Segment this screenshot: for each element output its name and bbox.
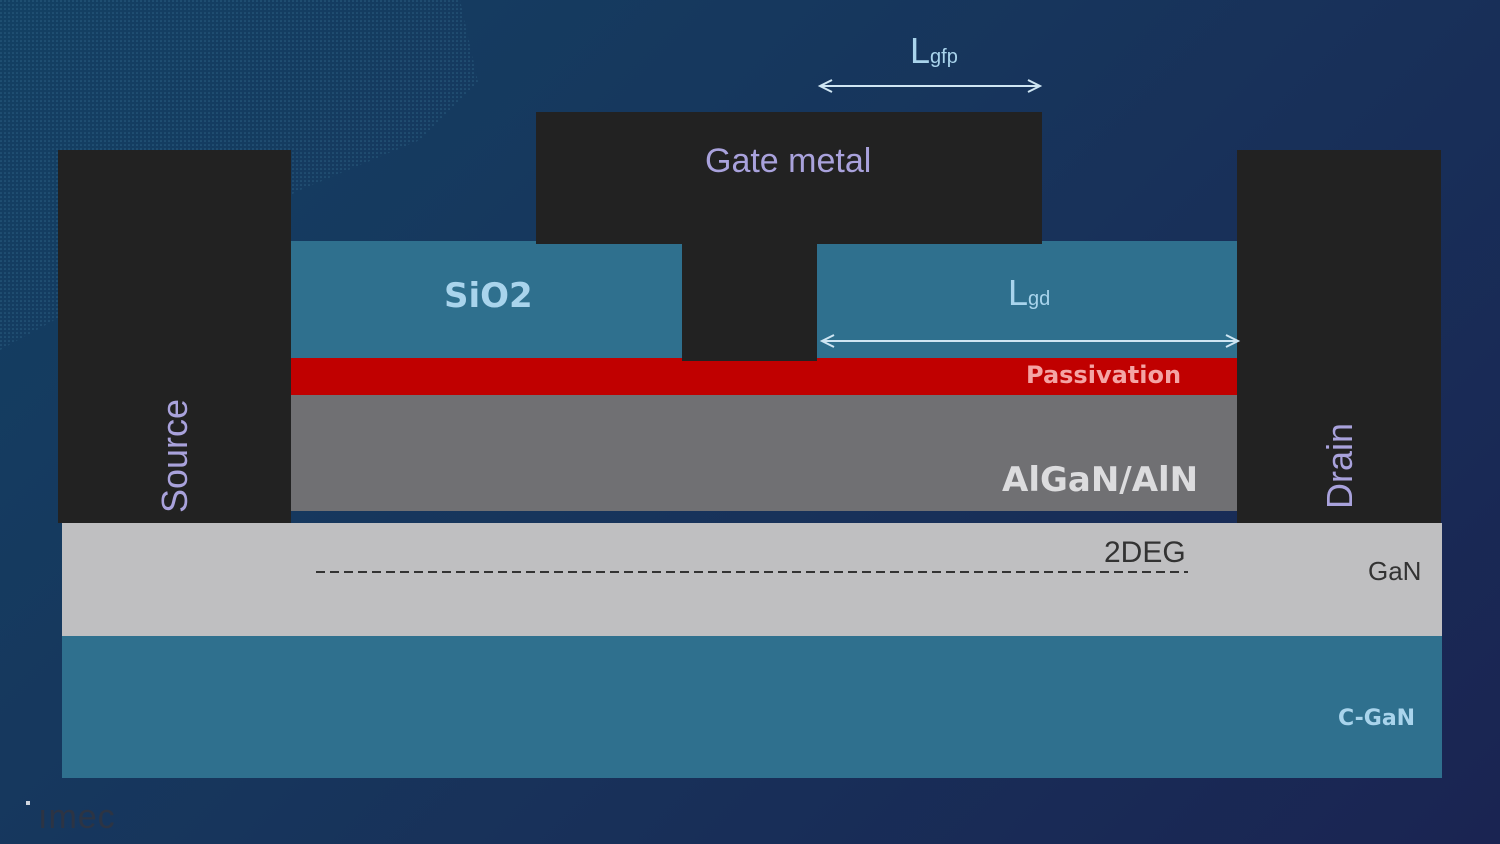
- lgfp-sub: gfp: [930, 46, 958, 68]
- cgan-layer: [62, 636, 1442, 778]
- lgd-label: Lgd: [1008, 272, 1050, 314]
- lgd-main: L: [1008, 272, 1029, 313]
- gate-metal-head: [536, 112, 1042, 244]
- gate-metal-label: Gate metal: [705, 142, 872, 180]
- gan-label: GaN: [1368, 556, 1422, 586]
- passivation-label: Passivation: [1026, 361, 1182, 389]
- cgan-label: C-GaN: [1338, 706, 1416, 731]
- imec-logo: ımec: [26, 798, 116, 837]
- gan-layer: [62, 523, 1442, 636]
- logo-text: ımec: [38, 798, 116, 836]
- lgfp-main: L: [910, 30, 931, 71]
- sio2-label: SiO2: [444, 276, 533, 316]
- passivation-layer: [290, 357, 1238, 395]
- source-contact: [58, 150, 291, 523]
- algan-layer: [290, 394, 1238, 511]
- drain-contact: [1237, 150, 1441, 523]
- algan-label: AlGaN/AlN: [1002, 460, 1199, 500]
- twodeg-label: 2DEG: [1104, 536, 1186, 569]
- lgfp-label: Lgfp: [910, 30, 958, 72]
- gate-metal-stem: [682, 243, 817, 361]
- logo-dot: [26, 801, 30, 805]
- lgd-sub: gd: [1028, 288, 1051, 310]
